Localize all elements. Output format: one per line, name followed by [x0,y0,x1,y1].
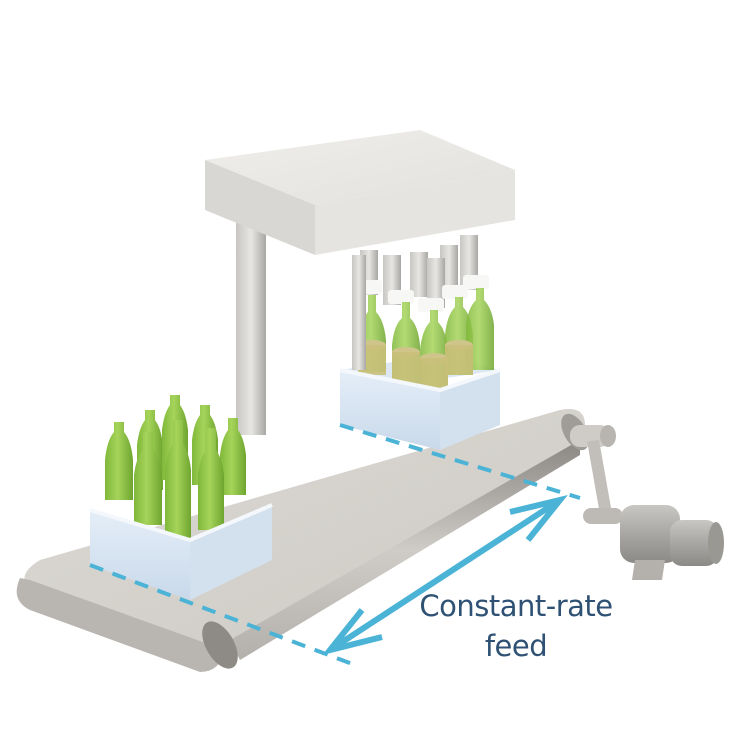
filling-head [205,130,515,255]
crank-and-motor [570,425,724,580]
annotation-constant-rate: Constant-rate [419,589,613,623]
crate-empty [89,395,273,600]
dashed-line-filling-station [339,423,581,500]
arrow-head-left [322,608,383,656]
annotation-feed: feed [484,629,548,663]
reference-dashed-lines [89,423,581,667]
feed-distance-arrow [322,495,568,656]
head-leg-back [236,215,266,435]
arrow-head-right [509,495,568,542]
conveyor-belt [16,409,589,672]
head-leg-front [352,255,366,370]
empty-bottles [105,395,246,545]
